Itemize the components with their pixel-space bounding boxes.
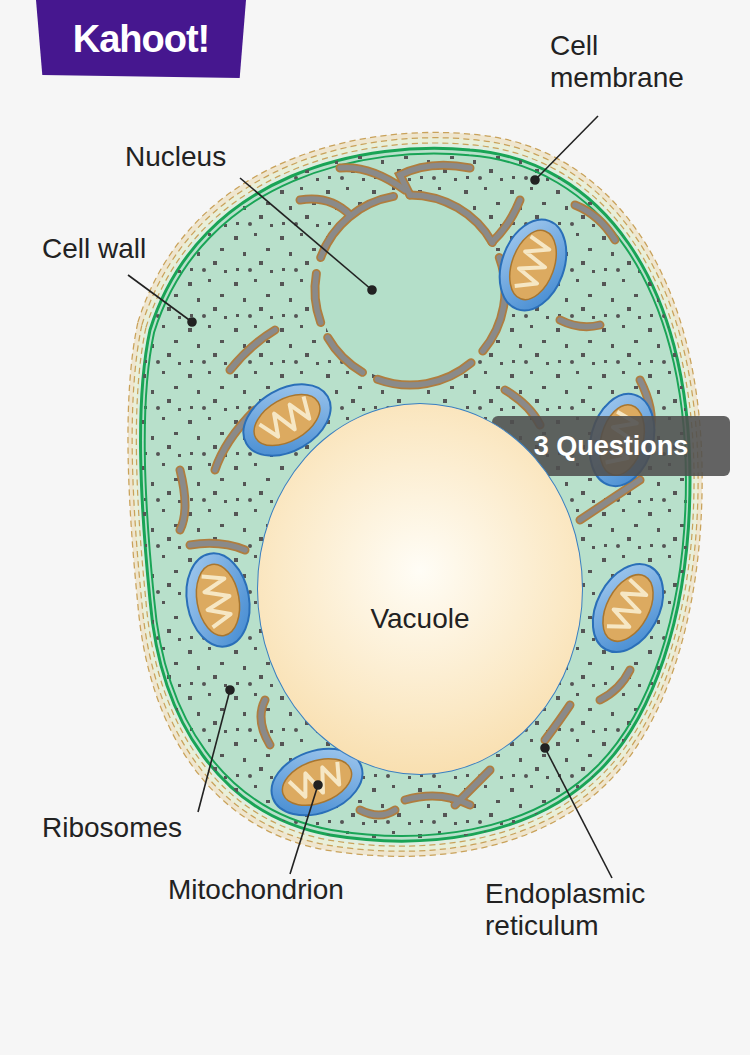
vacuole: Vacuole [257, 403, 583, 775]
cell-membrane-line [145, 154, 686, 836]
mitochondria [179, 210, 677, 827]
part-label: Cell membrane [550, 30, 725, 94]
ribosome-dots [141, 148, 690, 841]
node-text: 3 Questions [534, 431, 689, 462]
cell-wall [128, 132, 702, 856]
part-label: Nucleus [125, 141, 226, 173]
node-text: Kahoot! [73, 18, 210, 61]
node-text: Vacuole [370, 603, 469, 635]
part-label: Ribosomes [42, 812, 182, 844]
endoplasmic-reticulum [180, 165, 651, 815]
part-label: Endoplasmic reticulum [485, 878, 690, 942]
part-label: Mitochondrion [168, 874, 344, 906]
part-label: Cell wall [42, 233, 146, 265]
logo-badge: Kahoot! [36, 0, 246, 78]
leader-lines [128, 116, 612, 878]
cytoplasm [141, 148, 690, 841]
